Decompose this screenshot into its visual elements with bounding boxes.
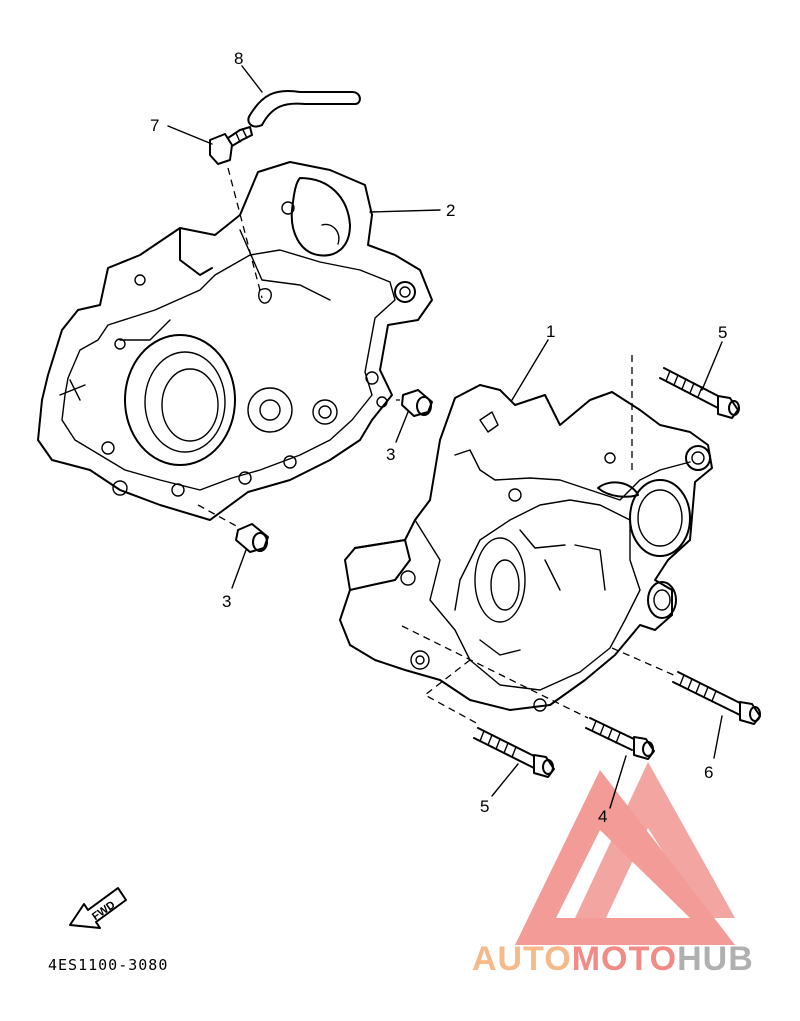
callout-3-lower: 3 [222, 592, 231, 611]
callout-4: 4 [598, 807, 607, 826]
forward-arrow-icon: FWD [69, 887, 127, 929]
drawing-code: 4ES1100-3080 [48, 956, 168, 974]
callout-labels: 8 7 2 1 5 3 3 6 5 4 [150, 49, 727, 826]
watermark-triangle-logo [515, 762, 735, 945]
part-3-dowel-pin-lower [235, 523, 269, 553]
part-1-right-crankcase [339, 384, 713, 712]
part-5-bolt-upper [659, 367, 740, 419]
callout-6: 6 [704, 763, 713, 782]
watermark-moto: MOTO [572, 940, 677, 978]
callout-5-lower: 5 [480, 797, 489, 816]
callout-1: 1 [546, 322, 555, 341]
part-5-bolt-lower [473, 727, 555, 778]
part-2-left-crankcase [37, 161, 433, 521]
part-4-bolt [585, 717, 655, 760]
callout-5-upper: 5 [718, 323, 727, 342]
part-8-hose [247, 90, 361, 128]
callout-leader-lines [167, 65, 723, 809]
watermark-hub: HUB [677, 940, 754, 978]
watermark-auto: AUTO [472, 940, 572, 978]
watermark-text: AUTOMOTOHUB [472, 940, 754, 978]
alignment-dashed-lines [197, 167, 677, 726]
callout-3-upper: 3 [386, 445, 395, 464]
callout-2: 2 [446, 201, 455, 220]
part-7-breather-fitting [209, 126, 253, 165]
part-3-dowel-pin-upper [401, 389, 433, 417]
fwd-label: FWD [90, 899, 117, 923]
callout-7: 7 [150, 116, 159, 135]
part-6-bolt [672, 671, 761, 725]
callout-8: 8 [234, 49, 243, 68]
